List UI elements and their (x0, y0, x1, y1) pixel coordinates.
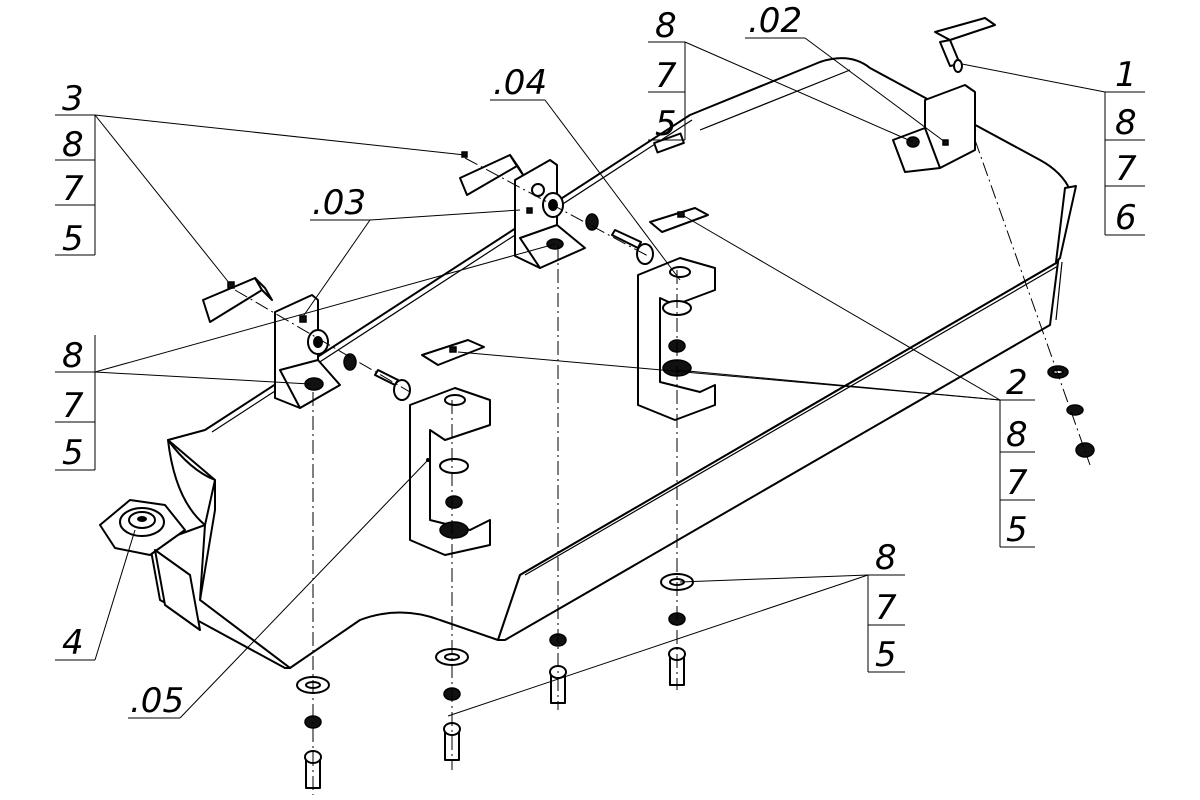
callout-stack-bottom: 8 7 5 (867, 538, 905, 675)
u-clip-05 (409, 339, 491, 556)
callout-label: 8 (655, 6, 677, 46)
callout-label: 5 (875, 635, 897, 675)
callout-label: 5 (1006, 510, 1028, 550)
callout-label: 8 (1115, 103, 1137, 143)
skid-plate (149, 57, 1077, 669)
u-clip-04 (637, 207, 716, 421)
callout-04: .04 (490, 63, 547, 103)
callout-stack-top-left: 3 8 7 5 (55, 79, 96, 259)
callout-label: 8 (1006, 415, 1028, 455)
callout-label: 7 (875, 588, 897, 628)
callout-label: 7 (62, 169, 84, 209)
callout-label: 7 (1115, 149, 1137, 189)
callout-stack-top-right: 1 8 7 6 (1104, 55, 1145, 238)
callout-05: .05 (128, 681, 184, 721)
callout-02: .02 (745, 1, 805, 41)
callout-label: 4 (62, 623, 84, 663)
callout-03: .03 (310, 183, 370, 223)
callout-stack-mid-left: 8 7 5 (55, 335, 96, 473)
callout-label: 3 (62, 79, 84, 119)
rear-bracket (892, 17, 996, 173)
callout-label: .04 (493, 63, 547, 103)
callout-label: 7 (655, 56, 677, 96)
callout-label: .02 (748, 1, 802, 41)
callout-label: 2 (1006, 363, 1028, 403)
callout-stack-top-center: 8 7 5 (648, 6, 686, 144)
callout-label: 5 (62, 219, 84, 259)
callout-label: 5 (62, 433, 84, 473)
bottom-hardware-3 (549, 633, 567, 704)
callout-label: 8 (875, 538, 897, 578)
side-hardware (1047, 365, 1095, 458)
callout-label: 8 (62, 125, 84, 165)
callout-label: 7 (1006, 463, 1028, 503)
callout-label: 5 (655, 104, 677, 144)
callout-label: .05 (130, 681, 184, 721)
front-mount-bushing (99, 499, 201, 631)
callout-4: 4 (55, 623, 95, 663)
centerlines (234, 139, 1091, 795)
bracket-center (459, 151, 654, 269)
callout-label: 8 (62, 336, 84, 376)
callout-label: 6 (1115, 198, 1137, 238)
callout-label: 7 (62, 386, 84, 426)
callout-label: .03 (312, 183, 366, 223)
leader-lines (94, 37, 1106, 719)
callout-stack-right: 2 8 7 5 (999, 363, 1035, 550)
callout-label: 1 (1115, 55, 1137, 95)
